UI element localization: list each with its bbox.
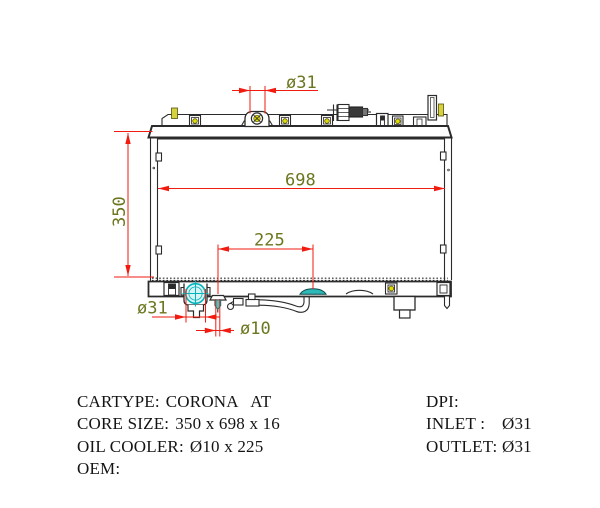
label-core-height: 350	[110, 196, 130, 227]
top-mounting-strip	[161, 104, 448, 126]
spec-block-right: DPI: INLET : Ø31 OUTLET: Ø31	[426, 391, 596, 458]
spec-inlet: INLET : Ø31	[426, 413, 596, 435]
spec-core-size: CORE SIZE: 350 x 698 x 16	[77, 413, 407, 435]
spec-core-size-value: 350 x 698 x 16	[175, 414, 281, 434]
label-core-width: 698	[285, 171, 316, 191]
core	[149, 136, 453, 281]
spec-outlet-label: OUTLET:	[426, 436, 498, 456]
dimension-labels: ø31 698 350 225 ø31 ø10	[110, 73, 317, 339]
filler-neck	[240, 110, 274, 128]
dim-core-height	[114, 131, 154, 278]
right-side-plate	[439, 136, 453, 280]
outlet-crosshair	[182, 280, 209, 307]
spec-core-size-label: CORE SIZE:	[77, 414, 170, 434]
spec-block-left: CARTYPE: CORONA AT CORE SIZE: 350 x 698 …	[77, 391, 407, 481]
spec-dpi: DPI:	[426, 391, 596, 413]
label-outlet-diameter: ø31	[137, 299, 168, 319]
spec-dpi-label: DPI:	[426, 392, 459, 411]
oil-cooler-fitting	[208, 294, 228, 313]
spec-oil-cooler-label: OIL COOLER:	[77, 436, 184, 456]
bottom-tank	[147, 280, 452, 298]
spec-oil-cooler-value: Ø10 x 225	[189, 436, 264, 456]
dimension-lines	[114, 86, 445, 337]
dim-oil-cooler-length	[217, 244, 314, 294]
spec-inlet-value: Ø31	[502, 414, 532, 434]
label-oil-cooler-length: 225	[254, 231, 285, 251]
spec-cartype-label: CARTYPE:	[77, 392, 160, 411]
spec-inlet-label: INLET :	[426, 414, 486, 434]
dim-inlet-neck	[232, 86, 318, 114]
dim-core-width	[158, 185, 445, 192]
left-side-plate	[149, 137, 163, 281]
yellow-hardware	[171, 103, 444, 292]
inlet-fitting	[337, 103, 371, 122]
spec-cartype: CARTYPE: CORONA AT	[77, 391, 407, 413]
spec-outlet: OUTLET: Ø31	[426, 436, 596, 458]
spec-oem: OEM:	[77, 458, 407, 480]
dim-oil-pipe	[196, 299, 234, 337]
label-oil-pipe-diameter: ø10	[240, 319, 271, 339]
spec-oil-cooler: OIL COOLER: Ø10 x 225	[77, 436, 407, 458]
spec-oem-label: OEM:	[77, 459, 121, 479]
spec-cartype-value: CORONA AT	[165, 392, 272, 411]
label-inlet-neck-diameter: ø31	[286, 73, 317, 93]
top-tank	[147, 125, 453, 139]
oil-cooler-pipe	[258, 296, 310, 313]
dim-outlet	[152, 289, 220, 323]
spec-outlet-value: Ø31	[502, 436, 532, 456]
